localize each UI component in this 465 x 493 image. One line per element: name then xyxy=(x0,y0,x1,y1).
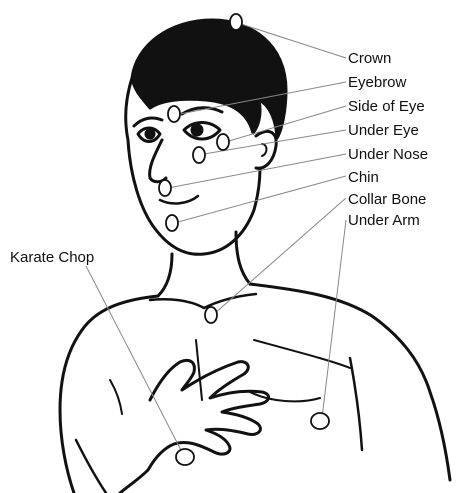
point-eyebrow xyxy=(168,106,180,122)
nose xyxy=(150,140,166,182)
point-chin xyxy=(166,215,178,231)
label-eyebrow: Eyebrow xyxy=(348,75,406,90)
point-collar-bone xyxy=(205,307,217,323)
point-side-of-eye xyxy=(217,134,229,150)
label-chin: Chin xyxy=(348,170,379,185)
label-collar-bone: Collar Bone xyxy=(348,192,426,207)
left-shoulder-arm xyxy=(60,296,158,493)
point-under-arm xyxy=(311,413,329,429)
mouth xyxy=(160,196,198,203)
label-side-of-eye: Side of Eye xyxy=(348,99,425,114)
point-crown xyxy=(230,14,242,30)
point-under-eye xyxy=(193,147,205,163)
point-karate-chop xyxy=(176,449,194,465)
label-karate-chop: Karate Chop xyxy=(10,250,94,265)
chest xyxy=(254,340,350,368)
hand xyxy=(120,360,269,493)
point-under-nose xyxy=(159,180,171,196)
label-crown: Crown xyxy=(348,51,391,66)
right-shoulder-arm xyxy=(250,284,450,480)
left-eyebrow xyxy=(134,118,162,126)
label-under-eye: Under Eye xyxy=(348,123,419,138)
label-under-arm: Under Arm xyxy=(348,213,420,228)
collar-bones xyxy=(150,294,256,308)
neck xyxy=(158,254,172,296)
hair xyxy=(132,20,286,138)
label-under-nose: Under Nose xyxy=(348,147,428,162)
right-eyebrow xyxy=(182,108,222,114)
